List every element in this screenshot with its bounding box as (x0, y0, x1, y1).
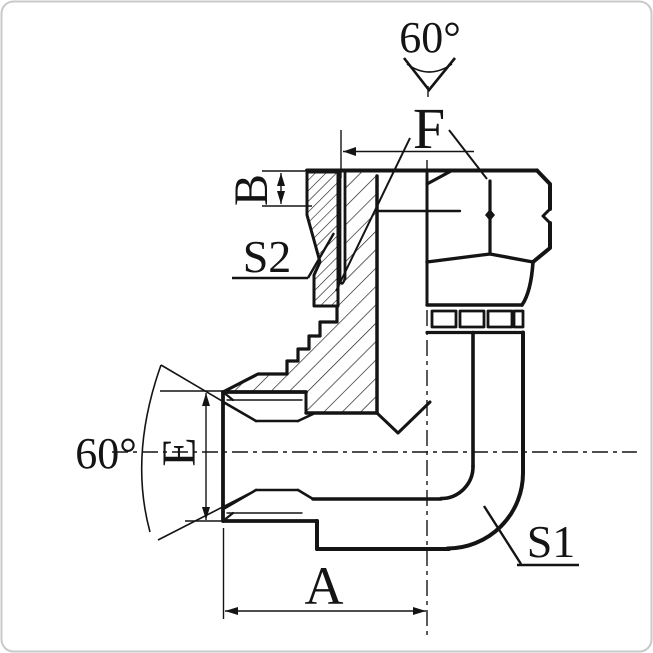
cone-v (402, 57, 457, 93)
inner-elbow-arc (439, 464, 475, 501)
f-leader-left (335, 137, 411, 292)
hex-face-diamond (485, 209, 495, 221)
dim-a-label: A (305, 556, 344, 616)
s1-leader (482, 505, 579, 567)
face-chamfer-bottom (221, 511, 235, 523)
thread-rect (458, 309, 486, 329)
thread-symbol (425, 309, 525, 335)
dimension-e (160, 390, 222, 522)
elbow-leg (311, 330, 526, 551)
thread-rect (486, 309, 514, 329)
hex-nut (375, 168, 552, 307)
cone-arc (406, 63, 453, 73)
drawing-labels: 60° F B S2 60° E A S1 (75, 13, 575, 616)
e-arrows (202, 393, 210, 520)
left-cone-angle-label: 60° (75, 429, 137, 478)
hex-bottom-edge (425, 252, 535, 264)
body-staircase-profile (221, 304, 339, 394)
top-cone-symbol (402, 57, 457, 93)
dimension-a (222, 528, 426, 619)
hex-nut-right-edge (531, 168, 552, 264)
dim-b-label: B (225, 174, 278, 206)
inner-cone-bottom (223, 488, 258, 510)
hex-corner-notch (541, 207, 552, 225)
angle-arc (140, 364, 162, 533)
nut-skirt-curve (520, 260, 535, 307)
thread-rect (430, 309, 458, 329)
s2-leader (232, 232, 336, 280)
bore-flare-bottom (296, 488, 315, 501)
thread-rect (512, 309, 525, 329)
s2-label: S2 (243, 231, 292, 282)
bore-intersection-lines (375, 400, 432, 435)
section-hatching (223, 170, 377, 413)
f-arrow (343, 147, 356, 156)
fitting-outline (221, 168, 552, 551)
dimensions (160, 57, 579, 619)
outer-elbow-arc (445, 470, 526, 551)
hex-top-chamfer (425, 168, 454, 186)
left-cone-angle-construction (140, 364, 257, 541)
face-chamfer-top (221, 390, 235, 402)
swivel-nut-section-s2 (305, 170, 340, 308)
dim-e-label: E (153, 437, 206, 466)
s1-label: S1 (527, 516, 576, 567)
thread-f-label: F (413, 96, 445, 161)
angle-leg-top (160, 364, 257, 422)
b-arrows (277, 173, 285, 204)
dimension-f (335, 129, 488, 292)
bore-flare-top (296, 412, 315, 423)
f-leader-right (448, 129, 488, 180)
angle-leg-bottom (157, 492, 251, 541)
elbow-body-section (223, 172, 377, 413)
top-cone-angle-label: 60° (399, 13, 461, 62)
dimension-b (262, 170, 312, 207)
